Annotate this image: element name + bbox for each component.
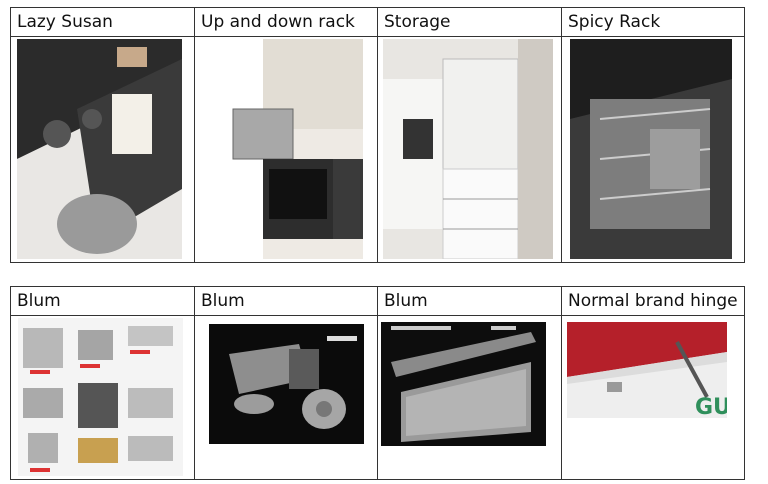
spicy-rack-photo — [570, 39, 732, 259]
cell-blum-runner — [377, 315, 562, 480]
gallery-table-row-1: Lazy Susan Up and down rack Storage Spic… — [10, 7, 745, 263]
label-storage: Storage — [377, 7, 562, 37]
label-spicy-rack: Spicy Rack — [561, 7, 745, 37]
cell-blum-hinge — [194, 315, 378, 480]
label-normal-brand-hinge: Normal brand hinge — [561, 286, 745, 316]
blum-catalog-photo — [18, 318, 183, 476]
cell-up-and-down-rack — [194, 36, 378, 263]
up-down-rack-photo — [203, 39, 363, 259]
label-blum-1: Blum — [10, 286, 195, 316]
blum-runner-photo — [381, 322, 546, 446]
label-blum-2: Blum — [194, 286, 378, 316]
cell-storage — [377, 36, 562, 263]
normal-hinge-photo: GU — [567, 322, 727, 418]
cell-spicy-rack — [561, 36, 745, 263]
label-up-and-down-rack: Up and down rack — [194, 7, 378, 37]
gallery-table-row-2: Blum Blum Blum Normal brand hinge — [10, 286, 745, 480]
label-blum-3: Blum — [377, 286, 562, 316]
cell-blum-catalog — [10, 315, 195, 480]
cell-lazy-susan — [10, 36, 195, 263]
storage-photo — [383, 39, 553, 259]
cell-normal-hinge: GU — [561, 315, 745, 480]
svg-text:GU: GU — [695, 395, 727, 418]
lazy-susan-photo — [17, 39, 182, 259]
label-lazy-susan: Lazy Susan — [10, 7, 195, 37]
blum-hinge-photo — [209, 324, 364, 444]
